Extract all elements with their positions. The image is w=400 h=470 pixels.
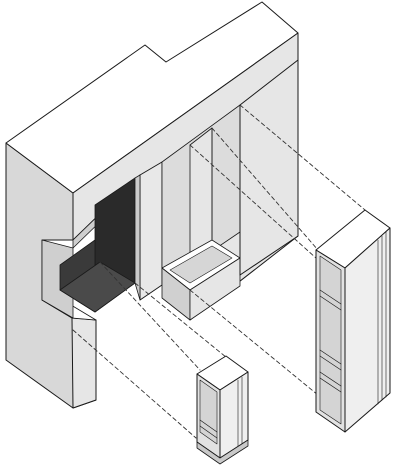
wall-lower-pier-front	[71, 317, 97, 409]
niche-base-inner	[169, 245, 233, 284]
middle-pier-front	[139, 161, 163, 301]
projection-line	[72, 329, 197, 439]
tall-unit-shelf-line	[319, 349, 342, 365]
small-unit-base	[196, 439, 249, 465]
tall-unit-shelf-line	[319, 295, 342, 311]
projection-line	[239, 104, 366, 211]
middle-pier-side	[134, 174, 141, 301]
tall-unit-shelf-line	[319, 289, 342, 305]
niche-base-right	[189, 257, 241, 321]
tall-unit-shelf-line	[319, 355, 342, 371]
tall-unit-door-frame	[319, 255, 342, 425]
small-unit-frame	[199, 379, 218, 445]
wall-structure	[5, 1, 299, 409]
tall-unit-side	[344, 227, 391, 433]
projection-line	[211, 127, 319, 251]
small-unit-shelf	[199, 419, 218, 433]
tall-unit-shelf-line	[319, 377, 342, 393]
small-cabinet-unit	[196, 355, 249, 465]
wall-left-return	[41, 239, 74, 319]
tall-unit-shelf-line	[319, 371, 342, 387]
projection-line	[189, 144, 317, 259]
projection-line	[99, 261, 201, 371]
projection-line	[189, 289, 319, 396]
small-unit-shelf	[199, 425, 218, 439]
tall-cabinet-unit	[315, 209, 391, 433]
